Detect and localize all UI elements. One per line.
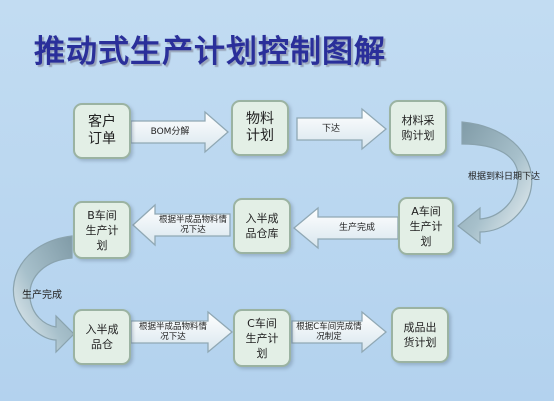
label-by-semi-c: 根据半成品物料情况下达 [138,322,207,342]
label-by-semi-b: 根据半成品物料情况下达 [158,215,227,235]
page-title: 推动式生产计划控制图解 [34,34,386,70]
node-workshop-a: A车间生产计划 [398,197,454,255]
arrow-by-semi-c [130,310,234,354]
arrow-prod-done-a [292,206,399,250]
node-finished-shipping: 成品出货计划 [391,307,449,363]
label-prod-done-a: 生产完成 [338,222,375,233]
label-by-arrival: 根据到料日期下达 [467,172,540,182]
node-semi-storage: 入半成品仓 [73,309,131,365]
curve-arrow-left [12,235,75,354]
node-workshop-c: C车间生产计划 [233,309,291,367]
curve-arrow-right [457,121,533,245]
node-workshop-b: B车间生产计划 [73,201,131,259]
label-bom: BOM分解 [150,126,190,137]
node-semi-warehouse: 入半成品仓库 [233,198,291,254]
label-prod-done-b: 生产完成 [22,290,62,301]
node-material-plan: 物料计划 [231,100,289,156]
arrow-issue [296,107,388,151]
arrow-by-c-done [291,310,388,354]
node-material-purchase: 材料采购计划 [389,100,447,156]
arrow-bom [130,110,229,154]
node-customer-order: 客户订单 [73,103,131,159]
label-by-c-done: 根据C车间完成情况制定 [296,322,362,342]
label-issue: 下达 [321,123,340,134]
arrow-by-semi-b [132,203,231,247]
